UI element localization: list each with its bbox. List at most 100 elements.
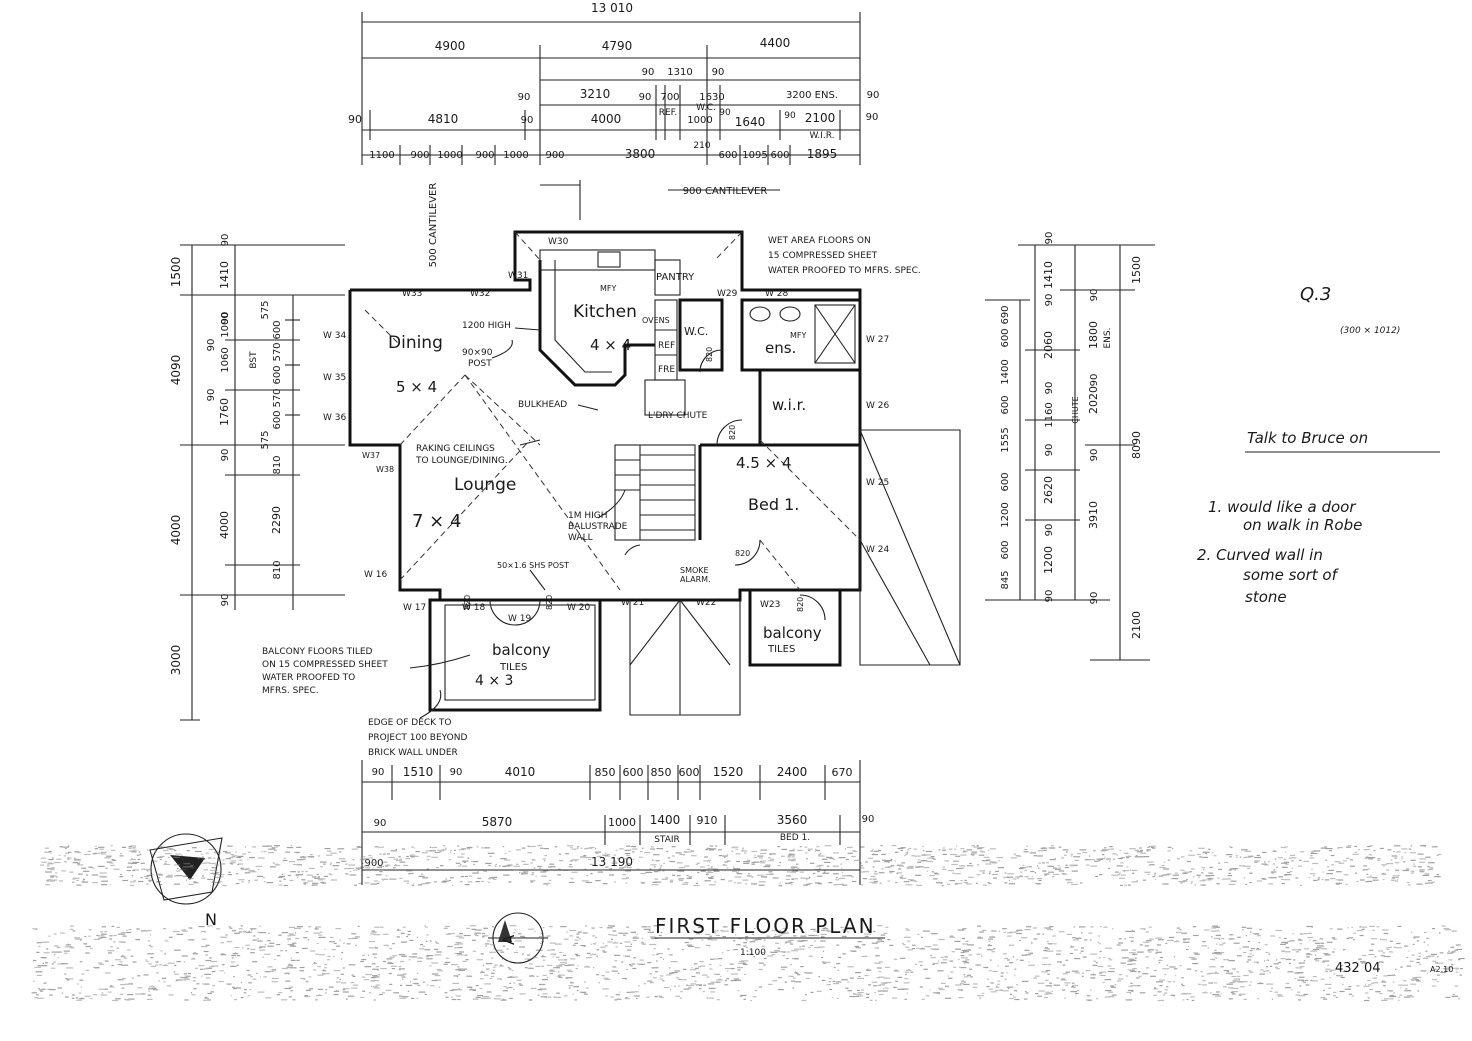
window-tag: W 19 (508, 614, 531, 624)
scan-speck (1256, 854, 1260, 856)
scan-speck (279, 875, 285, 877)
scan-speck (547, 866, 552, 868)
scan-speck (64, 973, 67, 975)
scan-speck (375, 984, 381, 986)
scan-speck (983, 966, 989, 969)
scan-speck (259, 925, 261, 927)
scan-speck (289, 986, 294, 988)
scan-speck (947, 975, 949, 977)
scan-speck (658, 870, 661, 872)
scan-speck (1009, 962, 1014, 964)
scan-speck (1026, 926, 1032, 928)
scan-speck (472, 939, 476, 941)
scan-speck (460, 863, 462, 865)
scan-speck (192, 867, 195, 869)
hand-item1-a: 1. would like a door (1208, 498, 1356, 516)
scan-speck (1060, 961, 1062, 964)
scan-speck (215, 872, 219, 874)
scan-speck (683, 988, 690, 990)
scan-speck (99, 875, 106, 877)
dim: 600 (770, 150, 789, 161)
scan-speck (475, 881, 481, 883)
scan-speck (226, 941, 233, 943)
scan-speck (1135, 855, 1138, 857)
right-dimension-text: 845 600 1200 600 1555 600 1400 600 690 9… (1000, 232, 1143, 639)
scan-speck (1208, 872, 1214, 874)
scan-speck (1181, 983, 1183, 985)
scan-speck (333, 994, 339, 996)
scan-speck (106, 960, 109, 962)
scan-speck (805, 858, 808, 860)
scan-speck (500, 999, 507, 1001)
scan-speck (254, 879, 258, 881)
scan-speck (155, 881, 157, 883)
scan-speck (376, 866, 382, 868)
scan-speck (907, 949, 913, 951)
scan-speck (333, 868, 339, 870)
dim: 90 (784, 111, 796, 121)
scan-speck (48, 862, 53, 864)
scan-speck (1215, 953, 1222, 955)
scan-speck (814, 940, 816, 942)
scan-speck (1122, 870, 1130, 872)
scan-speck (605, 971, 610, 973)
scan-speck (1410, 983, 1417, 985)
scan-speck (818, 864, 824, 866)
scan-speck (810, 928, 816, 930)
scan-speck (1138, 975, 1142, 977)
dim: 1100 (369, 150, 394, 161)
scan-speck (963, 974, 966, 976)
scan-speck (861, 871, 865, 873)
scan-speck (753, 861, 760, 863)
scan-speck (690, 855, 697, 857)
scan-speck (429, 850, 437, 852)
scan-speck (350, 982, 355, 984)
scan-speck (592, 935, 596, 937)
scan-speck (109, 985, 113, 987)
scan-speck (836, 944, 840, 946)
scan-speck (1368, 984, 1372, 986)
scan-speck (549, 942, 556, 944)
scan-speck (359, 859, 365, 861)
scan-speck (921, 947, 924, 949)
scan-speck (836, 997, 839, 1000)
scan-speck (1413, 936, 1420, 938)
room-lounge-size: 7 × 4 (412, 511, 461, 532)
scan-speck (1296, 951, 1299, 953)
scan-speck (577, 965, 579, 967)
scan-speck (1250, 981, 1252, 983)
scan-speck (841, 979, 848, 981)
scan-speck (57, 951, 62, 953)
scan-speck (418, 875, 425, 877)
scan-speck (368, 947, 375, 949)
scan-speck (697, 927, 702, 929)
scan-speck (201, 856, 204, 858)
scan-speck (140, 930, 148, 932)
scan-speck (236, 964, 239, 966)
scan-speck (1397, 879, 1399, 881)
scan-speck (873, 873, 879, 875)
scan-speck (985, 863, 992, 865)
scan-speck (316, 942, 319, 945)
scan-speck (190, 992, 192, 994)
scan-speck (643, 983, 646, 985)
scan-speck (638, 963, 645, 965)
scan-speck (1104, 856, 1106, 858)
scan-speck (308, 867, 315, 869)
bed-note: BED 1. (780, 833, 810, 843)
scan-speck (508, 960, 511, 962)
scan-speck (378, 846, 384, 848)
scan-speck (898, 868, 902, 870)
scan-speck (137, 858, 141, 861)
scan-speck (451, 996, 453, 998)
scan-speck (1347, 845, 1352, 847)
scan-speck (391, 965, 398, 967)
scan-speck (1181, 932, 1187, 934)
scan-speck (636, 997, 638, 1000)
scan-speck (537, 989, 543, 991)
dim: 90 (1044, 524, 1055, 537)
scan-speck (1264, 944, 1268, 946)
note-bulkhead: BULKHEAD (518, 400, 567, 410)
scan-speck (880, 940, 884, 943)
scan-speck (1129, 936, 1134, 939)
